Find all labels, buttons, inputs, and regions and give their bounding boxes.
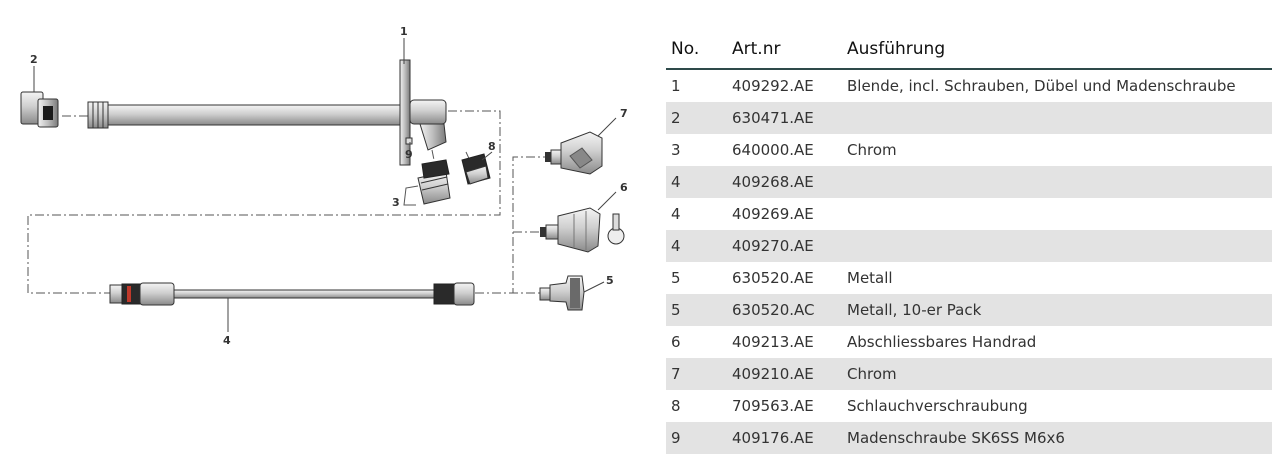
cell-no: 3 <box>671 141 681 159</box>
callout-5: 5 <box>606 274 614 287</box>
cell-no: 4 <box>666 166 727 198</box>
callout-1: 1 <box>400 25 408 38</box>
cell-no: 2 <box>666 102 727 134</box>
part-2-elbow <box>20 91 59 128</box>
callout-6: 6 <box>620 181 628 194</box>
leader-lines <box>33 38 617 332</box>
cell-no: 9 <box>666 422 727 454</box>
callout-8: 8 <box>488 140 496 153</box>
table-header-row: No. Art.nr Ausführung <box>666 30 1272 70</box>
cell-ausfuehrung: Madenschraube SK6SS M6x6 <box>842 422 1272 454</box>
assembly-lines <box>27 110 545 294</box>
table-row: 4 409269.AE <box>666 198 1272 230</box>
cell-art-nr: 409213.AE <box>732 333 814 351</box>
cell-art-nr: 409292.AE <box>732 77 814 95</box>
cell-ausfuehrung <box>842 166 1272 198</box>
cell-ausfuehrung: Blende, incl. Schrauben, Dübel und Maden… <box>847 77 1236 95</box>
table-row: 5 630520.AE Metall <box>666 262 1272 294</box>
cell-ausfuehrung: Chrom <box>847 141 897 159</box>
header-art-nr: Art.nr <box>727 30 842 70</box>
part-1-wall-pipe <box>87 59 447 166</box>
part-8-hose-connector <box>461 153 491 185</box>
part-5-t-handle <box>539 275 585 311</box>
table-row: 8 709563.AE Schlauchverschraubung <box>666 390 1272 422</box>
table-row: 1 409292.AE Blende, incl. Schrauben, Dübel… <box>666 69 1272 102</box>
cell-ausfuehrung <box>842 230 1272 262</box>
callout-9: 9 <box>405 148 413 161</box>
cell-no: 4 <box>671 205 681 223</box>
callout-7: 7 <box>620 107 628 120</box>
callout-4: 4 <box>223 334 231 347</box>
cell-no: 5 <box>671 269 681 287</box>
part-7-handwheel <box>545 131 603 175</box>
cell-art-nr: 630520.AC <box>727 294 842 326</box>
cell-ausfuehrung <box>842 198 1272 230</box>
cell-ausfuehrung: Metall <box>847 269 893 287</box>
cell-art-nr: 630471.AE <box>727 102 842 134</box>
cell-ausfuehrung: Abschliessbares Handrad <box>847 333 1037 351</box>
cell-no: 1 <box>671 77 681 95</box>
part-3-fitting <box>403 159 451 206</box>
header-ausfuehrung: Ausführung <box>842 30 1272 70</box>
exploded-parts-diagram: 1 2 3 4 5 6 7 8 9 <box>20 25 628 347</box>
cell-no: 7 <box>666 358 727 390</box>
cell-ausfuehrung: Metall, 10-er Pack <box>842 294 1272 326</box>
cell-art-nr: 640000.AE <box>732 141 814 159</box>
table-row: 6 409213.AE Abschliessbares Handrad <box>666 326 1272 358</box>
cell-art-nr: 409268.AE <box>727 166 842 198</box>
cell-art-nr: 409270.AE <box>727 230 842 262</box>
parts-table: No. Art.nr Ausführung 1 409292.AE Blende, … <box>666 30 1272 454</box>
part-4-spindle <box>109 282 475 306</box>
callout-3: 3 <box>392 196 400 209</box>
cell-no: 4 <box>666 230 727 262</box>
header-no: No. <box>666 30 727 70</box>
callouts: 1 2 3 4 5 6 7 8 9 <box>30 25 628 347</box>
callout-2: 2 <box>30 53 38 66</box>
part-9-set-screw <box>405 137 413 145</box>
table-row: 3 640000.AE Chrom <box>666 134 1272 166</box>
cell-ausfuehrung: Schlauchverschraubung <box>847 397 1028 415</box>
cell-ausfuehrung <box>842 102 1272 134</box>
cell-art-nr: 630520.AE <box>732 269 814 287</box>
cell-no: 8 <box>671 397 681 415</box>
cell-art-nr: 409210.AE <box>727 358 842 390</box>
cell-no: 6 <box>671 333 681 351</box>
cell-no: 5 <box>666 294 727 326</box>
cell-art-nr: 409269.AE <box>732 205 814 223</box>
cell-ausfuehrung: Chrom <box>842 358 1272 390</box>
part-6-lockable-handwheel <box>540 207 625 253</box>
cell-art-nr: 709563.AE <box>732 397 814 415</box>
cell-art-nr: 409176.AE <box>727 422 842 454</box>
